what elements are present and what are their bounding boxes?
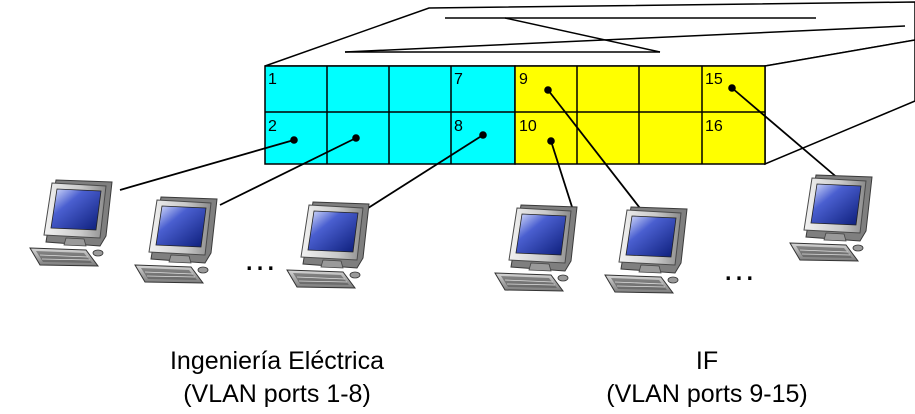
cables <box>119 87 841 213</box>
right-group-ports: (VLAN ports 9-15) <box>606 380 807 408</box>
connection-dot <box>352 134 360 142</box>
vlan-a-port-block <box>264 65 516 165</box>
desktop-computer-icon <box>494 204 578 292</box>
desktop-computer-icon <box>789 174 873 262</box>
port-label-7: 7 <box>454 71 463 88</box>
top-face-line <box>504 17 661 53</box>
cable-port-15 <box>731 87 841 181</box>
desktop-computer-icon <box>134 196 218 284</box>
left-group-ports: (VLAN ports 1-8) <box>183 380 371 408</box>
connection-dot <box>290 136 298 144</box>
port-label-2: 2 <box>268 118 277 135</box>
desktop-computer-icon <box>286 201 370 289</box>
port-panel: 1 2 7 8 9 10 15 16 <box>264 65 766 165</box>
cable-port-8 <box>364 134 484 211</box>
port-connections <box>290 84 736 145</box>
port-label-1: 1 <box>268 71 277 88</box>
left-ellipsis: … <box>243 240 279 278</box>
connection-dot <box>479 131 487 139</box>
port-label-16: 16 <box>705 118 723 135</box>
cable-port-2 <box>119 139 295 191</box>
right-group-name: IF <box>696 347 718 375</box>
right-ellipsis: … <box>722 250 758 288</box>
desktop-computer-icon <box>29 179 113 267</box>
cable-port-10 <box>550 140 574 211</box>
connection-dot <box>544 86 552 94</box>
vlan-b-port-block <box>514 65 766 165</box>
port-label-9: 9 <box>519 71 528 88</box>
top-face-line <box>344 25 906 53</box>
port-label-15: 15 <box>705 71 723 88</box>
port-label-8: 8 <box>454 118 463 135</box>
connection-dot <box>728 84 736 92</box>
cable-port-3 <box>219 137 357 206</box>
cable-port-9 <box>547 89 644 213</box>
connection-dot <box>547 137 555 145</box>
left-group-name: Ingeniería Eléctrica <box>170 347 384 375</box>
desktop-computer-icon <box>604 206 688 294</box>
port-label-10: 10 <box>519 118 537 135</box>
